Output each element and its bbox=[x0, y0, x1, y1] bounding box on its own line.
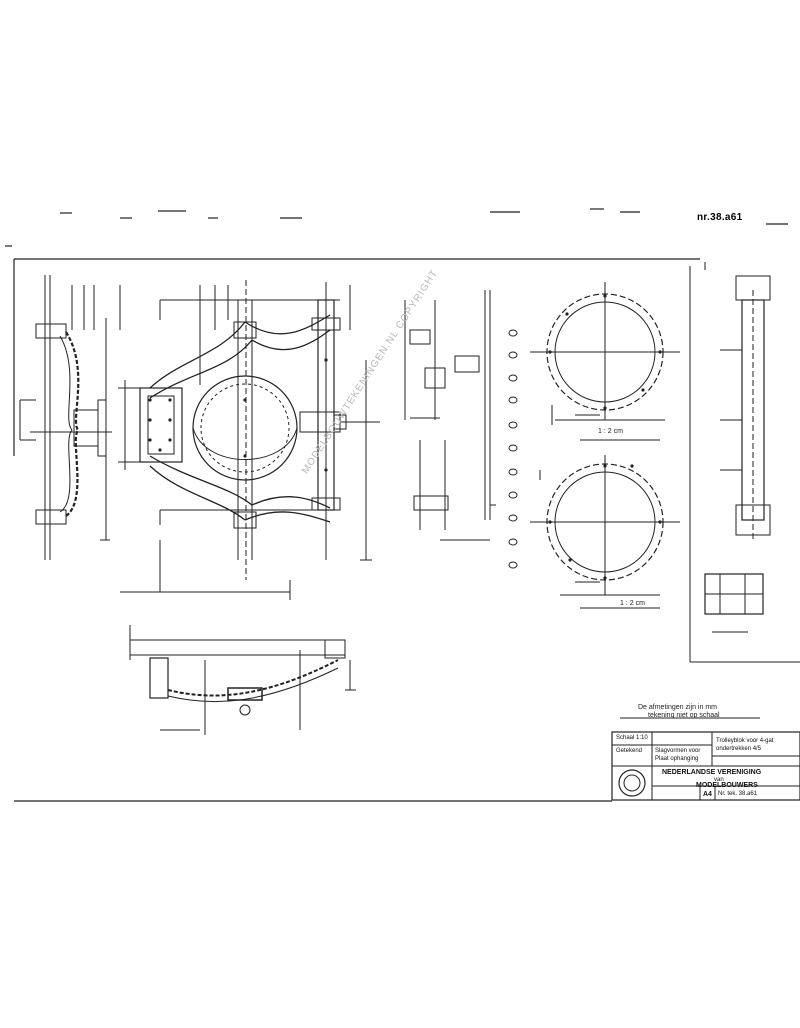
title-block-desc-1: Trolleyblok voor 4-gat bbox=[716, 738, 774, 744]
top-marks bbox=[5, 208, 788, 247]
bolt-column bbox=[508, 329, 518, 569]
ring-view-top bbox=[530, 282, 680, 441]
drawing-reference-number: nr.38.a61 bbox=[697, 212, 743, 223]
title-block-org-line-1: NEDERLANDSE VERENIGING bbox=[662, 769, 762, 776]
note-line-1: De afmetingen zijn in mm bbox=[638, 704, 717, 711]
note-line-2: tekening niet op schaal bbox=[648, 712, 720, 719]
title-block-sheet-size: A4 bbox=[703, 791, 712, 798]
title-block-subject-2: Plaat ophanging bbox=[655, 756, 699, 762]
title-block-desc-2: ondertrekken 4/5 bbox=[716, 746, 762, 752]
section-detail bbox=[404, 290, 496, 541]
right-side-detail bbox=[689, 262, 800, 663]
dimension-label-bottom-ring: 1 : 2 cm bbox=[620, 600, 645, 607]
ring-view-bottom bbox=[530, 455, 680, 609]
bottom-plan-view bbox=[129, 625, 356, 735]
title-block-drawn: Getekend bbox=[616, 748, 643, 754]
dimension-label-top-ring: 1 : 2 cm bbox=[598, 428, 623, 435]
main-front-view bbox=[118, 280, 380, 600]
title-block-subject-1: Slagvormen voor bbox=[655, 748, 701, 754]
title-block-org-line-2: van bbox=[714, 777, 724, 783]
title-block-scale: Schaal 1:10 bbox=[616, 735, 648, 741]
left-side-view bbox=[19, 275, 121, 560]
title-block-sheet-number: Nr. tek. 38.a61 bbox=[718, 791, 758, 797]
title-block-org-line-3: MODELBOUWERS bbox=[696, 782, 758, 789]
title-block-frame bbox=[611, 717, 800, 801]
